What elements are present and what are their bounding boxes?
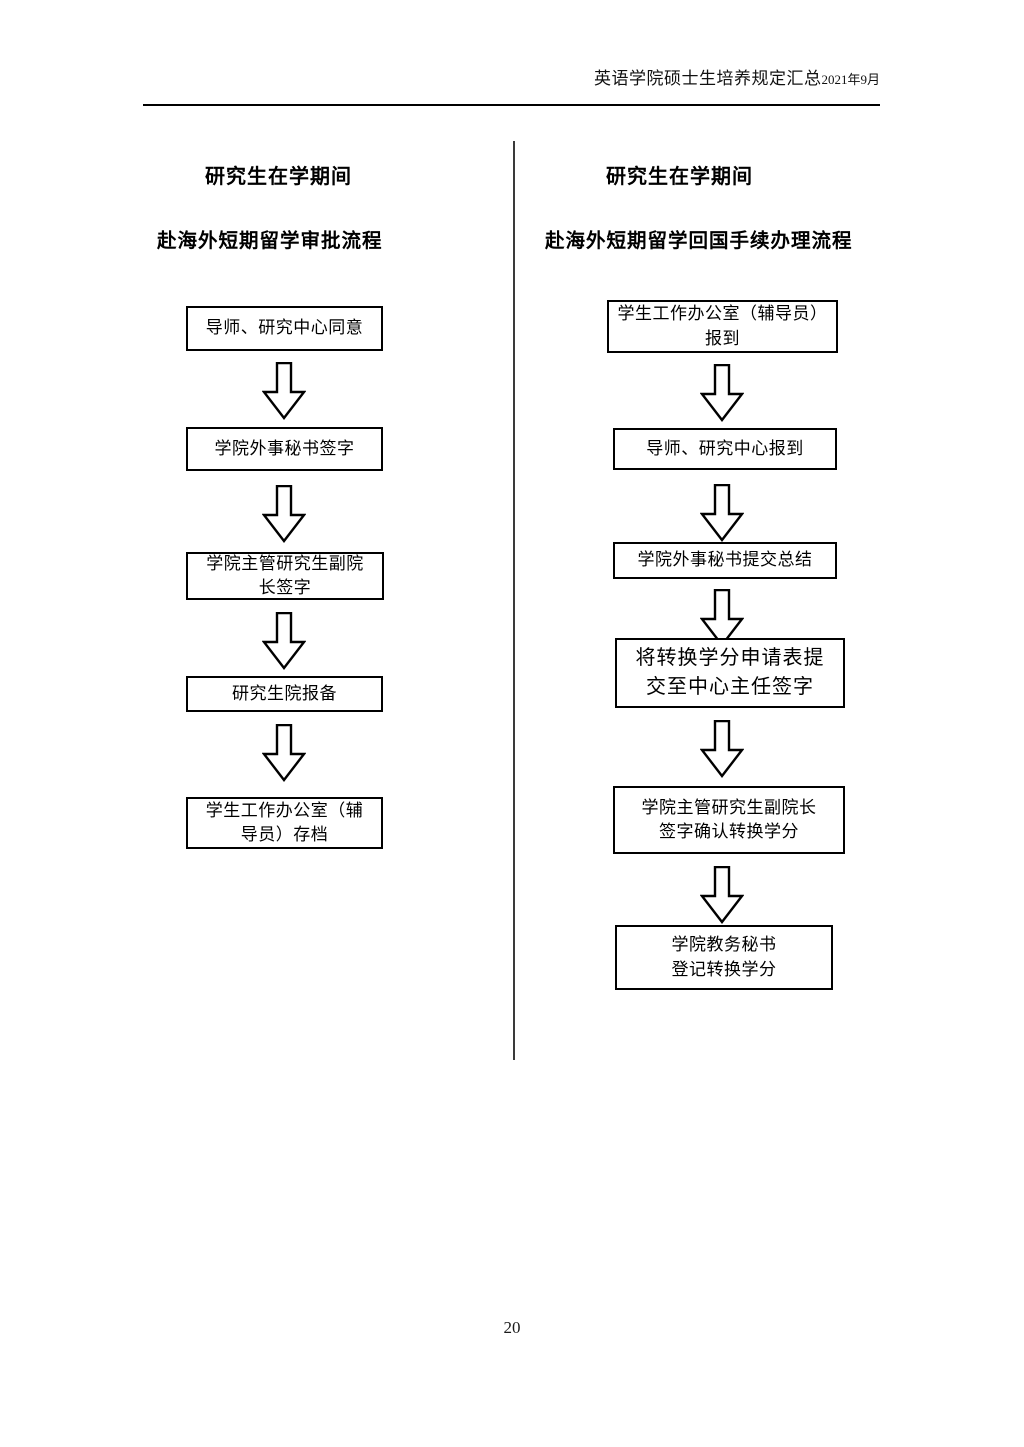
left-flow-title-line2: 赴海外短期留学审批流程 [157,231,383,252]
down-arrow-icon [262,612,306,670]
left-flow-step-5: 学生工作办公室（辅 导员）存档 [186,797,383,849]
page-number: 20 [503,1318,521,1337]
left-flow-step-5-line2: 导员）存档 [240,825,329,844]
right-flow-step-2-line1: 导师、研究中心报到 [646,438,804,458]
left-flow-step-1-line1: 导师、研究中心同意 [205,318,364,338]
right-flow-step-3-line1: 学院外事秘书提交总结 [637,550,813,570]
left-flow-step-4: 研究生院报备 [186,676,383,712]
header-date: 2021年9月 [821,72,880,87]
down-arrow-icon [700,589,744,647]
right-flow-step-1: 学生工作办公室（辅导员） 报到 [607,300,838,353]
right-flow-step-1-line2: 报到 [705,328,740,348]
right-flow-step-1-line1: 学生工作办公室（辅导员） [617,304,828,324]
column-divider-line [513,141,515,1060]
left-flow-title-line1: 研究生在学期间 [205,166,352,188]
right-flow-step-3: 学院外事秘书提交总结 [613,542,837,579]
left-flow-step-2-line1: 学院外事秘书签字 [214,438,355,458]
down-arrow-icon [700,484,744,542]
left-flow-step-2: 学院外事秘书签字 [186,427,383,471]
right-flow-step-6-line1: 学院教务秘书 [671,935,777,955]
right-flow-step-5-line1: 学院主管研究生副院长 [641,797,817,817]
down-arrow-icon [262,724,306,782]
right-flow-step-2: 导师、研究中心报到 [613,428,837,470]
right-flow-title-line2: 赴海外短期留学回国手续办理流程 [545,231,853,252]
right-flow-step-6: 学院教务秘书 登记转换学分 [615,925,833,990]
right-flow-step-4: 将转换学分申请表提 交至中心主任签字 [615,638,845,708]
down-arrow-icon [262,362,306,420]
right-flow-step-6-line2: 登记转换学分 [671,959,777,979]
down-arrow-icon [700,720,744,778]
header-divider-rule [143,104,880,106]
down-arrow-icon [700,866,744,924]
left-flow-step-3: 学院主管研究生副院 长签字 [186,552,384,600]
left-flow-step-4-line1: 研究生院报备 [232,683,337,703]
right-flow-step-5: 学院主管研究生副院长 签字确认转换学分 [613,786,845,854]
down-arrow-icon [262,485,306,543]
left-flow-step-1: 导师、研究中心同意 [186,306,383,351]
left-flow-step-3-line1: 学院主管研究生副院 [206,553,364,573]
page-header: 英语学院硕士生培养规定汇总2021年9月 [143,64,880,89]
left-flow-step-5-line1: 学生工作办公室（辅 [205,800,364,820]
down-arrow-icon [700,364,744,422]
right-flow-step-4-line2: 交至中心主任签字 [646,676,814,698]
right-flow-step-5-line2: 签字确认转换学分 [659,822,799,841]
left-flow-step-3-line2: 长签字 [258,578,312,597]
header-title: 英语学院硕士生培养规定汇总 [593,69,822,88]
right-flow-step-4-line1: 将转换学分申请表提 [635,647,825,669]
right-flow-title-line1: 研究生在学期间 [606,166,753,188]
